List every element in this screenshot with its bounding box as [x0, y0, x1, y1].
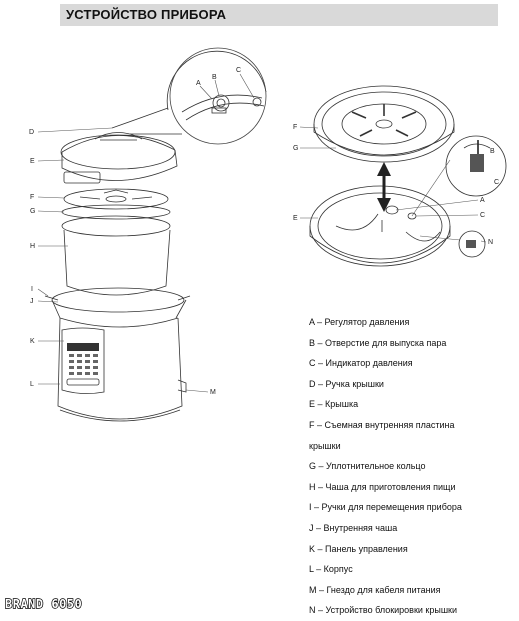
- cooker-exploded-view: [37, 47, 267, 422]
- legend-item-j: J – Внутренняя чаша: [309, 522, 398, 533]
- label-right-N: N: [488, 239, 493, 246]
- parts-legend: A – Регулятор давления B – Отверстие для…: [309, 312, 514, 621]
- label-K: K: [30, 338, 35, 345]
- legend-item-l: L – Корпус: [309, 564, 353, 575]
- label-F: F: [30, 194, 34, 201]
- label-right-A: A: [480, 197, 485, 204]
- label-E: E: [30, 158, 35, 165]
- legend-item-f-cont: крышки: [309, 440, 341, 451]
- label-right-E: E: [293, 215, 298, 222]
- legend-item-m: M – Гнездо для кабеля питания: [309, 584, 441, 595]
- brand-model-label: BRAND 6050: [4, 596, 83, 611]
- legend-item-e: E – Крышка: [309, 399, 359, 410]
- label-I: I: [31, 286, 33, 293]
- lid-detail-view: [299, 85, 507, 267]
- label-M: M: [210, 389, 216, 396]
- section-header: УСТРОЙСТВО ПРИБОРА: [60, 4, 498, 26]
- section-title: УСТРОЙСТВО ПРИБОРА: [66, 7, 227, 22]
- label-H: H: [30, 243, 35, 250]
- legend-item-n: N – Устройство блокировки крышки: [309, 605, 458, 616]
- label-right-C2: C: [494, 179, 499, 186]
- label-D: D: [29, 129, 34, 136]
- label-G: G: [30, 208, 35, 215]
- label-C: C: [236, 67, 241, 74]
- legend-item-k: K – Панель управления: [309, 543, 408, 554]
- legend-item-h: H – Чаша для приготовления пищи: [309, 481, 456, 492]
- legend-item-c: C – Индикатор давления: [309, 358, 413, 369]
- label-right-G: G: [293, 145, 298, 152]
- label-right-F: F: [293, 124, 297, 131]
- label-L: L: [30, 381, 34, 388]
- legend-item-b: B – Отверстие для выпуска пара: [309, 337, 447, 348]
- legend-item-d: D – Ручка крышки: [309, 378, 384, 389]
- label-J: J: [30, 298, 34, 305]
- label-right-B: B: [490, 148, 495, 155]
- legend-item-g: G – Уплотнительное кольцо: [309, 461, 426, 472]
- label-right-C: C: [480, 212, 485, 219]
- legend-item-i: I – Ручки для перемещения прибора: [309, 502, 462, 513]
- label-A: A: [196, 80, 201, 87]
- legend-item-f: F – Съемная внутренняя пластина: [309, 419, 455, 430]
- legend-item-a: A – Регулятор давления: [309, 317, 410, 327]
- label-B: B: [212, 74, 217, 81]
